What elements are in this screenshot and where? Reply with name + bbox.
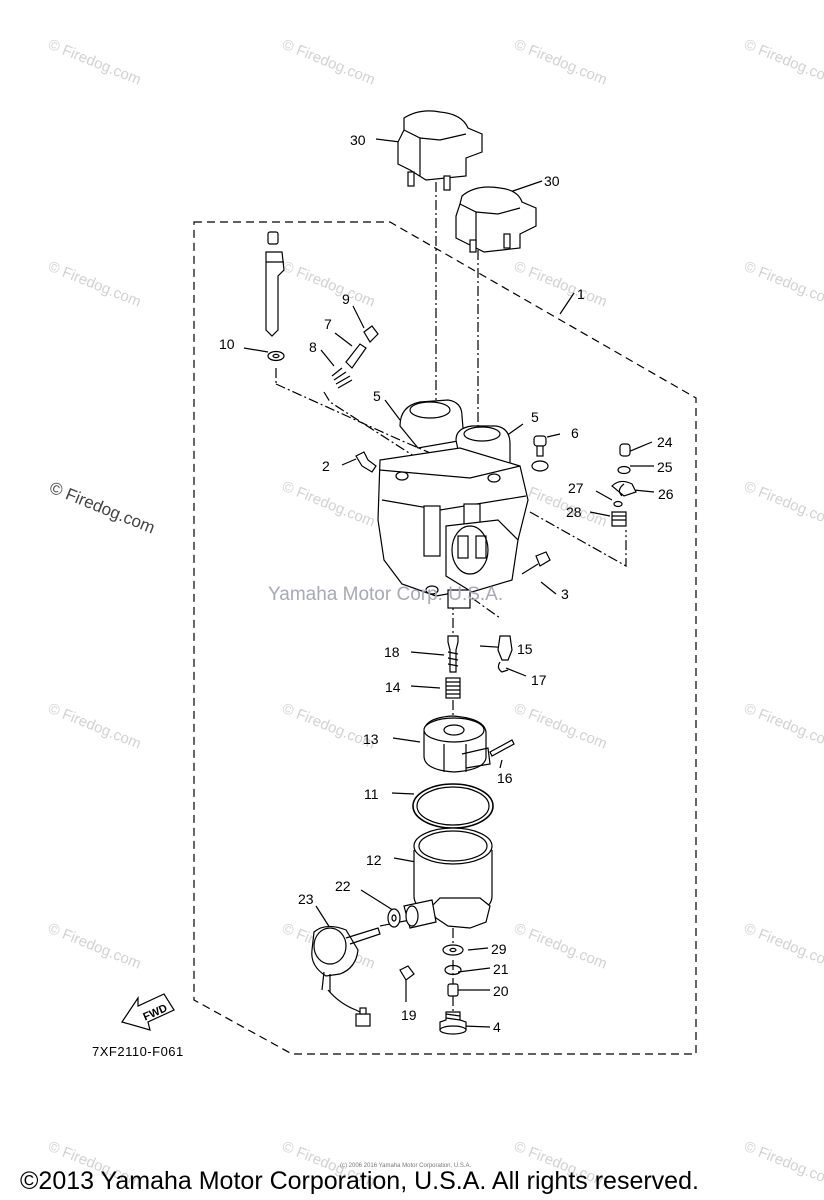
part-23-solenoid <box>311 925 381 1027</box>
callout-13: 13 <box>363 731 379 747</box>
part-10-washer <box>267 350 285 362</box>
callout-17: 17 <box>531 672 547 688</box>
center-watermark: Yamaha Motor Corp. U.S.A. <box>268 584 504 605</box>
part-19-screw <box>399 965 415 981</box>
part-12-bowl <box>403 827 493 929</box>
part-22-washer <box>387 908 401 928</box>
part-17-clip <box>497 661 509 673</box>
callout-2: 2 <box>322 458 330 474</box>
callout-10: 10 <box>219 336 235 352</box>
callout-11: 11 <box>364 786 379 802</box>
fwd-arrow-icon: FWD <box>121 993 175 1031</box>
callout-19: 19 <box>401 1007 417 1023</box>
part-2-screw <box>355 451 377 473</box>
fine-print: (c) 2006 2016 Yamaha Motor Corporation, … <box>340 1163 472 1169</box>
part-6-screw <box>531 435 549 472</box>
callout-5a: 5 <box>373 388 381 404</box>
callout-6: 6 <box>571 425 579 441</box>
callout-26: 26 <box>658 486 674 502</box>
callout-29: 29 <box>491 941 507 957</box>
callout-28: 28 <box>566 504 582 520</box>
callout-24: 24 <box>657 434 673 450</box>
part-28-screw <box>611 511 627 527</box>
callout-16: 16 <box>497 770 513 786</box>
carburetor-body <box>377 399 529 609</box>
part-30-lower <box>455 186 537 253</box>
callout-27: 27 <box>568 480 584 496</box>
callout-15: 15 <box>517 641 533 657</box>
copyright-footer: ©2013 Yamaha Motor Corporation, U.S.A. A… <box>20 1167 699 1195</box>
callout-3: 3 <box>561 586 569 602</box>
callout-1: 1 <box>577 286 585 302</box>
part-3-screw <box>535 551 551 567</box>
part-18-jet <box>447 635 459 673</box>
part-20-jet <box>447 983 459 997</box>
diagram-code: 7XF2110-F061 <box>92 1044 184 1059</box>
callout-8: 8 <box>309 339 317 355</box>
part-4-drain-screw <box>439 1011 467 1035</box>
assembly-boundary <box>193 221 697 1055</box>
part-25-washer <box>617 465 631 475</box>
callout-7: 7 <box>324 316 332 332</box>
part-8-spring <box>331 367 353 389</box>
callout-12: 12 <box>366 852 382 868</box>
callout-9: 9 <box>342 291 350 307</box>
part-14-spring <box>446 681 460 695</box>
part-16-pin <box>489 739 515 757</box>
callout-18: 18 <box>384 644 400 660</box>
callout-30b: 30 <box>544 173 560 189</box>
callout-25: 25 <box>657 459 673 475</box>
part-11-gasket <box>412 783 494 829</box>
callout-21: 21 <box>493 961 509 977</box>
part-30-upper <box>397 110 483 191</box>
part-26-plate <box>611 480 637 497</box>
callout-5b: 5 <box>531 409 539 425</box>
callout-20: 20 <box>493 983 509 999</box>
callout-14: 14 <box>385 679 401 695</box>
callout-30a: 30 <box>350 132 366 148</box>
part-9-cap <box>363 325 379 343</box>
part-21-oring <box>444 964 462 976</box>
callout-23: 23 <box>298 891 314 907</box>
part-15-valve <box>497 635 513 661</box>
part-27-oring <box>613 500 623 508</box>
part-shaft <box>265 231 285 337</box>
callout-22: 22 <box>335 878 351 894</box>
part-24-screw <box>619 443 631 457</box>
part-13-float <box>423 715 491 773</box>
part-7-needle <box>345 343 367 369</box>
part-29-washer <box>442 944 464 956</box>
callout-4: 4 <box>493 1019 501 1035</box>
